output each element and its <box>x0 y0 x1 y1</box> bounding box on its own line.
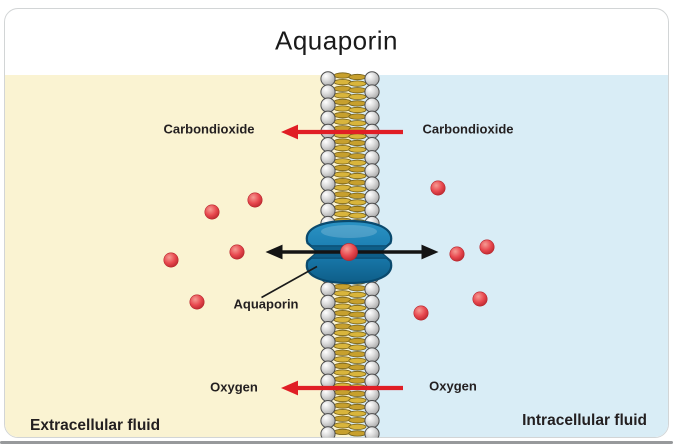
fluid-regions <box>4 75 668 437</box>
intracellular-region <box>349 75 668 437</box>
label-oxygen-extracellular: Oxygen <box>210 379 258 395</box>
label-intracellular-fluid: Intracellular fluid <box>522 412 647 429</box>
diagram-card <box>3 8 669 438</box>
diagram-title: Aquaporin <box>274 25 399 56</box>
label-aquaporin-channel: Aquaporin <box>233 296 299 312</box>
bottom-divider-line <box>0 441 673 444</box>
label-carbondioxide-intracellular: Carbondioxide <box>422 121 514 137</box>
label-oxygen-intracellular: Oxygen <box>429 378 477 394</box>
label-extracellular-fluid: Extracellular fluid <box>30 417 161 434</box>
label-carbondioxide-extracellular: Carbondioxide <box>163 121 255 137</box>
